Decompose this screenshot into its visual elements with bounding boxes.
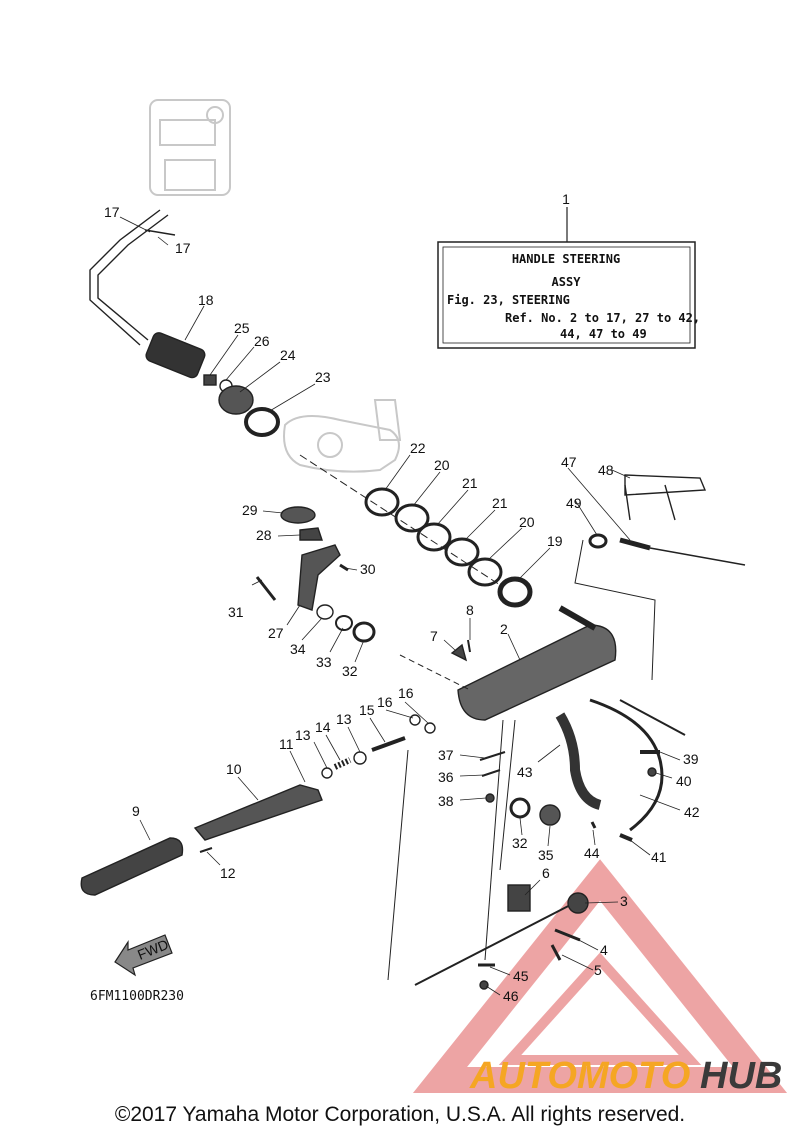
callout-13: 13 — [336, 711, 352, 727]
callout-44: 44 — [584, 845, 600, 861]
callout-21: 21 — [492, 495, 508, 511]
parts-drawing — [80, 209, 746, 990]
callout-46: 46 — [503, 988, 519, 1004]
callout-25: 25 — [234, 320, 250, 336]
watermark-text-primary: AUTOMOTO — [469, 1055, 690, 1097]
callout-23: 23 — [315, 369, 331, 385]
callout-43: 43 — [517, 764, 533, 780]
callout-16: 16 — [377, 694, 393, 710]
callout-17: 17 — [104, 204, 120, 220]
callout-33: 33 — [316, 654, 332, 670]
info-box: 1 HANDLE STEERING ASSY Fig. 23, STEERING… — [437, 191, 700, 349]
callout-20: 20 — [519, 514, 535, 530]
watermark-wordmark: AUTOMOTO HUB — [469, 1055, 782, 1097]
callout-leaders — [119, 216, 681, 996]
callout-45: 45 — [513, 968, 529, 984]
callout-42: 42 — [684, 804, 700, 820]
callout-26: 26 — [254, 333, 270, 349]
copyright-notice: ©2017 Yamaha Motor Corporation, U.S.A. A… — [114, 1103, 686, 1126]
info-box-ref-line2: 44, 47 to 49 — [560, 327, 647, 341]
info-box-title-line1: HANDLE STEERING — [512, 252, 620, 266]
callout-24: 24 — [280, 347, 296, 363]
callout-27: 27 — [268, 625, 284, 641]
callout-12: 12 — [220, 865, 236, 881]
info-box-ref-line1: Ref. No. 2 to 17, 27 to 42, — [505, 311, 700, 325]
callout-18: 18 — [198, 292, 214, 308]
callout-32: 32 — [342, 663, 358, 679]
callout-8: 8 — [466, 602, 474, 618]
callout-40: 40 — [676, 773, 692, 789]
callout-37: 37 — [438, 747, 454, 763]
callout-38: 38 — [438, 793, 454, 809]
callout-28: 28 — [256, 527, 272, 543]
callout-7: 7 — [430, 628, 438, 644]
callout-10: 10 — [226, 761, 242, 777]
callout-35: 35 — [538, 847, 554, 863]
callout-4: 4 — [600, 942, 608, 958]
watermark-text-secondary: HUB — [700, 1055, 782, 1097]
callout-22: 22 — [410, 440, 426, 456]
callout-41: 41 — [651, 849, 667, 865]
info-box-ref-number: 1 — [562, 191, 570, 207]
callout-9: 9 — [132, 803, 140, 819]
callout-19: 19 — [547, 533, 563, 549]
callout-29: 29 — [242, 502, 258, 518]
diagram-code: 6FM1100DR230 — [90, 989, 184, 1004]
callout-6: 6 — [542, 865, 550, 881]
callout-14: 14 — [315, 719, 331, 735]
callout-21: 21 — [462, 475, 478, 491]
callout-15: 15 — [359, 702, 375, 718]
callout-48: 48 — [598, 462, 614, 478]
fwd-arrow: FWD — [114, 934, 173, 977]
callout-16: 16 — [398, 685, 414, 701]
callout-34: 34 — [290, 641, 306, 657]
callout-5: 5 — [594, 962, 602, 978]
callout-49: 49 — [566, 495, 582, 511]
info-box-title-line2: ASSY — [552, 275, 582, 289]
callout-20: 20 — [434, 457, 450, 473]
callout-13: 13 — [295, 727, 311, 743]
callout-3: 3 — [620, 893, 628, 909]
callout-17: 17 — [175, 240, 191, 256]
callout-2: 2 — [500, 621, 508, 637]
bracket-ghost-illustration — [283, 399, 402, 473]
engine-ghost-illustration — [149, 99, 231, 196]
info-box-fig-line: Fig. 23, STEERING — [447, 293, 570, 307]
callout-11: 11 — [279, 736, 294, 752]
watermark-logo — [412, 859, 788, 1093]
callout-36: 36 — [438, 769, 454, 785]
callout-47: 47 — [561, 454, 577, 470]
callout-39: 39 — [683, 751, 699, 767]
callout-32: 32 — [512, 835, 528, 851]
callout-31: 31 — [228, 604, 244, 620]
callout-numbers: 17 17 18 25 26 24 23 22 20 21 21 20 19 4… — [104, 204, 700, 1004]
callout-30: 30 — [360, 561, 376, 577]
